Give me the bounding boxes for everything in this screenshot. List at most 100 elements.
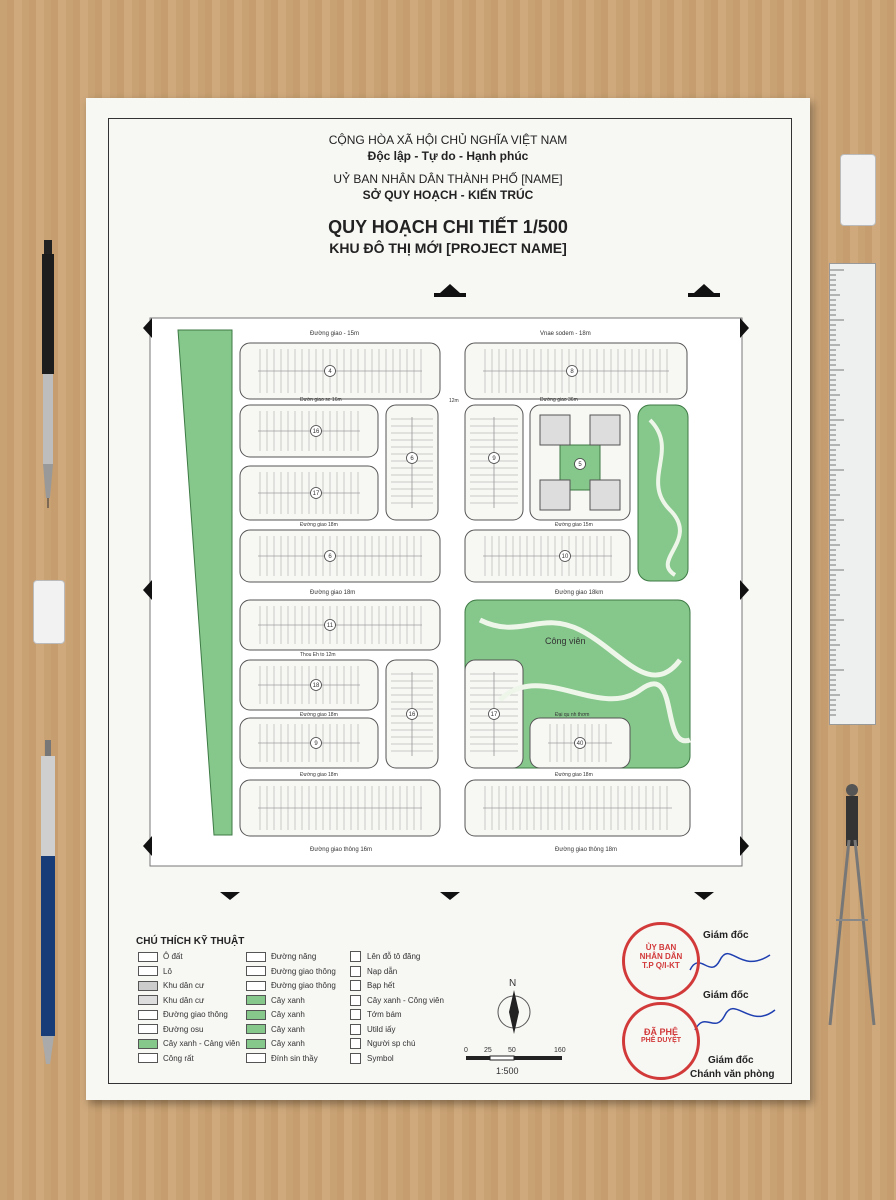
legend-label: Khu dân cư (163, 995, 205, 1005)
road-label-mid4-left: Đường giao 18m (300, 712, 338, 718)
legend-item: Bạp hết (350, 980, 395, 992)
legend-label: Khu dân cư (163, 981, 205, 990)
legend-label: Cây xanh (271, 1039, 305, 1048)
legend-item: Người sp chú (350, 1038, 415, 1050)
legend-label: Cây xanh - Cảng viên (163, 1039, 240, 1048)
block-number-marker (574, 458, 586, 470)
legend-label: Người sp chú (367, 1039, 416, 1048)
block-number-marker (406, 708, 418, 720)
legend-item: Cây xanh (246, 995, 305, 1007)
mechanical-pencil-bottom-left (41, 740, 55, 1064)
signature-role-2: Giám đốc (703, 990, 749, 1001)
legend-swatch (138, 1009, 158, 1020)
legend-label: Đường năng (271, 952, 317, 961)
header-republic: CỘNG HÒA XÃ HỘI CHỦ NGHĨA VIỆT NAM (328, 133, 568, 147)
legend-label: Cây xanh - Công viên (367, 995, 444, 1005)
legend-swatch (246, 1038, 266, 1049)
legend-label: Đường giao thông (271, 966, 336, 976)
block-number: 16 (409, 712, 416, 718)
legend-swatch (246, 980, 266, 991)
legend-label: Utild iấy (367, 1024, 396, 1034)
legend-swatch (138, 1053, 158, 1064)
block-number: 11 (327, 623, 334, 629)
legend-label: Lên đỗ tô đăng (367, 952, 421, 961)
arrow-east-3 (740, 836, 749, 856)
mechanical-pencil-top-left (42, 240, 54, 508)
block-number-marker (566, 365, 578, 377)
stamp1-line2: NHÂN DÂN (639, 952, 683, 961)
legend-item: Cây xanh (246, 1024, 305, 1036)
legend-swatch (350, 951, 361, 963)
legend-item: Lô (138, 966, 172, 978)
legend-swatch (350, 1009, 361, 1021)
legend-label: Lô (163, 966, 172, 976)
legend-item: Đường giao thông (246, 980, 336, 992)
ruler (829, 263, 876, 725)
legend-item: Tớm bám (350, 1009, 402, 1021)
road-label-mid2-left: Đường giao 18m (300, 522, 338, 528)
block-number-marker (310, 737, 322, 749)
header-committee: UỶ BAN NHÂN DÂN THÀNH PHỐ [NAME] (333, 172, 563, 186)
legend-swatch (350, 980, 361, 992)
legend-item: Lên đỗ tô đăng (350, 951, 420, 963)
legend-item: Utild iấy (350, 1023, 396, 1036)
legend-swatch (350, 994, 361, 1006)
arrow-west-1 (143, 318, 152, 338)
scale-label: 1:500 (496, 1066, 519, 1076)
block-number: 8 (570, 369, 574, 375)
block-number: 17 (491, 712, 498, 718)
legend-item: Ô đất (138, 951, 183, 963)
road-label-mid4-right: Đại qu nh thơm (555, 712, 589, 718)
header-motto: Độc lập - Tự do - Hạnh phúc (367, 149, 529, 163)
school-building-4 (589, 479, 621, 511)
block-number-marker (488, 452, 500, 464)
east-green-path (648, 418, 682, 577)
road-label-mid1-left: Đườn giao se 16m (300, 397, 342, 403)
park-label: Công viên (545, 636, 586, 646)
arrow-east-1 (740, 318, 749, 338)
block-number: 16 (313, 429, 320, 435)
legend-swatch (350, 965, 361, 977)
ruler-ticks (830, 269, 844, 716)
block-green-east (637, 404, 689, 582)
legend-label: Công rất (163, 1053, 194, 1063)
arrow-south-3 (694, 892, 714, 900)
block-number: 9 (314, 741, 318, 747)
road-label-outer: Đường giao thông 16m (310, 847, 372, 853)
stamp1-line1: ỦY BAN (645, 943, 677, 952)
legend-item: Cây xanh (246, 1038, 305, 1050)
plan-title: QUY HOẠCH CHI TIẾT 1/500 (328, 217, 568, 237)
legend-item: Công rất (138, 1053, 194, 1065)
block-number-marker (310, 487, 322, 499)
legend-label: Nạp dẫn (367, 966, 398, 976)
legend-swatch (138, 951, 158, 962)
legend-item: Nạp dẫn (350, 965, 398, 978)
north-arrow (497, 990, 531, 1034)
road-label-main: Đường giao 18m (310, 590, 355, 596)
scale-tick-0: 0 (464, 1047, 468, 1054)
north-label: N (509, 978, 516, 989)
legend-item: Cây xanh - Công viên (350, 994, 444, 1007)
signature-role-4: Chánh văn phòng (690, 1069, 775, 1080)
signature-role-3: Giám đốc (708, 1055, 754, 1066)
scale-tick-2: 50 (508, 1047, 516, 1054)
legend-label: Tớm bám (367, 1010, 402, 1019)
road-label-bottom-left: Đường giao 18m (300, 772, 338, 778)
legend-item: Symbol (350, 1052, 394, 1065)
block-number: 6 (328, 554, 332, 560)
legend-swatch (350, 1052, 361, 1064)
road-label-top-right: Vnae sodem - 18m (540, 331, 591, 337)
arrow-south-2 (440, 892, 460, 900)
signature-role-1: Giám đốc (703, 930, 749, 941)
arrow-north-1 (440, 284, 460, 293)
stamp2-line2: PHÊ DUYỆT (640, 1037, 682, 1044)
scale-tick-1: 25 (484, 1047, 492, 1054)
block-number: 4 (328, 369, 332, 375)
block-number-marker (574, 737, 586, 749)
legend-item: Đường osu (138, 1024, 203, 1036)
legend-swatch (138, 1024, 158, 1035)
legend-item: Khu dân cư (138, 995, 204, 1007)
block-number-marker (324, 365, 336, 377)
arrow-west-2 (143, 580, 152, 600)
